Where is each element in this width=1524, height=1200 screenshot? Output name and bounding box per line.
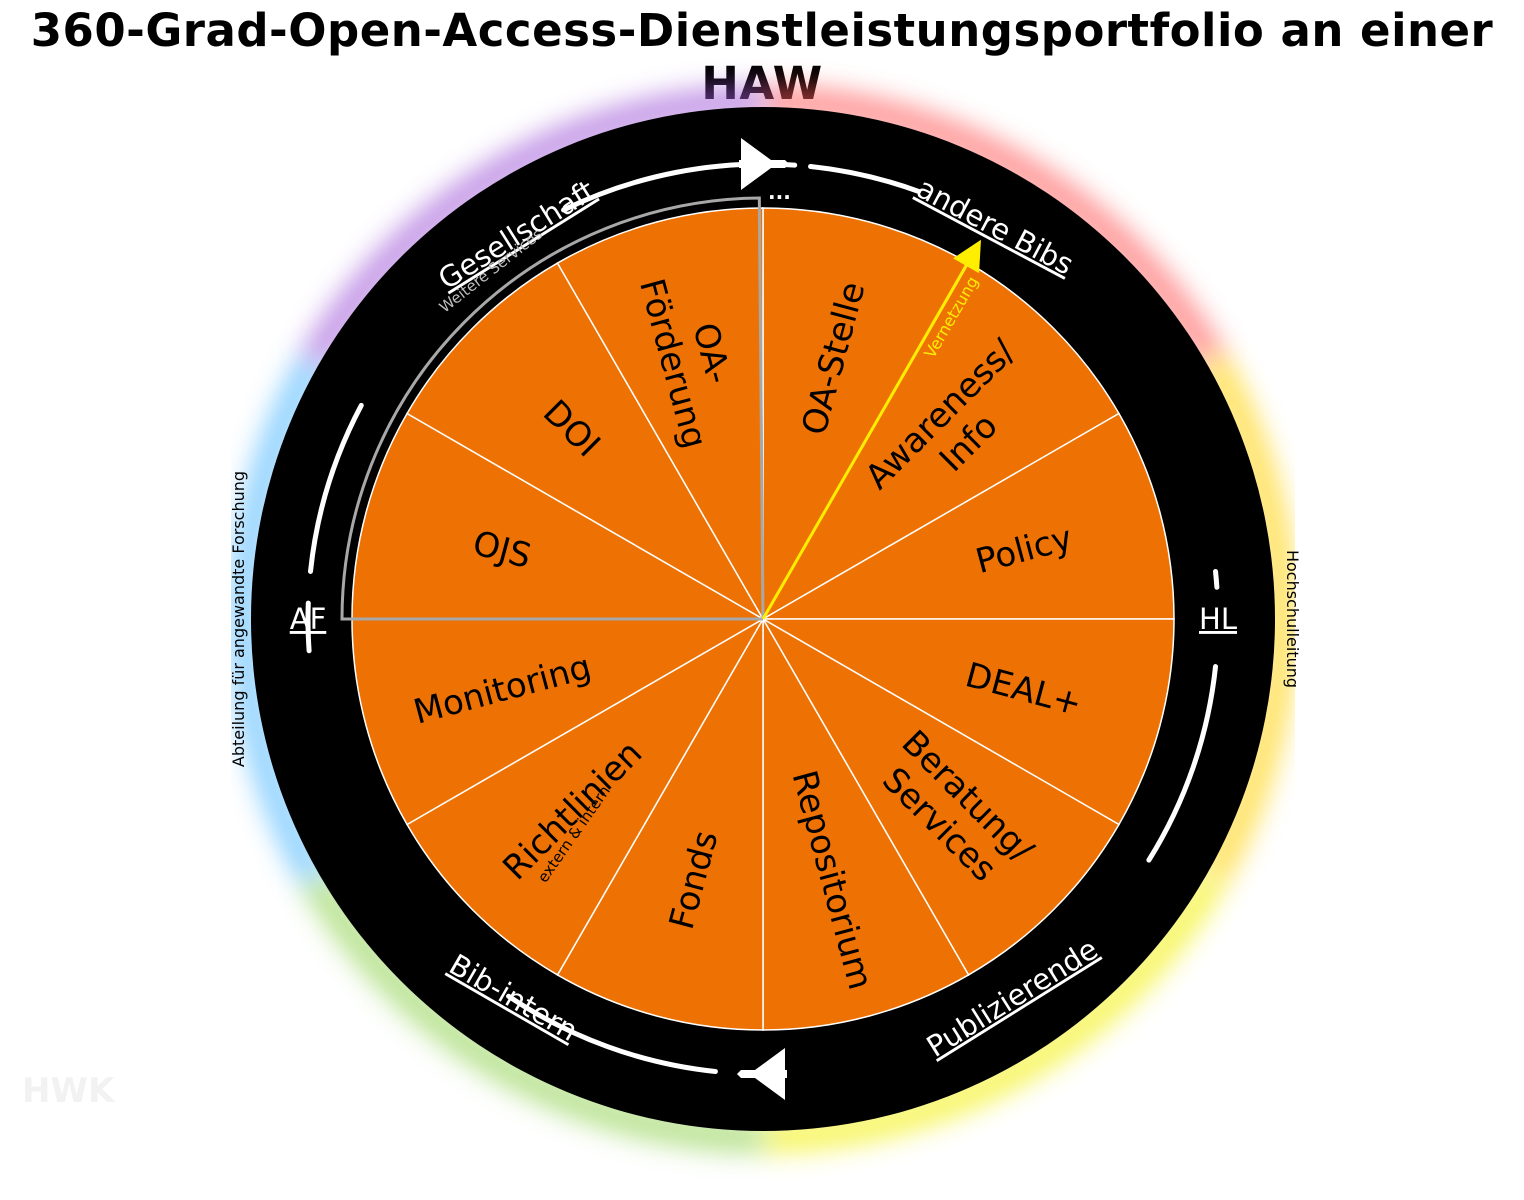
wedge-policy[interactable] — [760, 412, 1175, 620]
track-arc — [1213, 568, 1220, 590]
wedge-ojs[interactable] — [351, 412, 766, 620]
wedge-monitoring[interactable] — [351, 618, 766, 826]
watermark: HWK — [22, 1071, 116, 1111]
glow-arc — [303, 871, 764, 1150]
arrow-right-icon — [739, 138, 789, 190]
wedge-oa-förderung[interactable] — [556, 207, 764, 622]
track-arc — [808, 163, 922, 194]
glow-arc — [762, 88, 1223, 367]
glow-arc — [762, 871, 1223, 1150]
page-title: 360-Grad-Open-Access-Dienstleistungsport… — [30, 4, 1494, 110]
ring-label-af: AF — [290, 602, 327, 636]
wedge-richtlinien[interactable] — [406, 616, 766, 976]
weitere-services-bracket — [340, 196, 765, 621]
wedge-group — [351, 207, 1175, 1031]
ring-label-hl: HL — [1199, 602, 1237, 636]
arrow-left-icon — [737, 1048, 787, 1100]
side-label-right: Hochschulleitung — [1283, 550, 1302, 688]
wedge-beratung-services[interactable] — [760, 616, 1120, 976]
track-arc — [506, 993, 718, 1075]
wedge-deal[interactable] — [760, 618, 1175, 826]
glow-arc — [232, 353, 326, 885]
services-ellipsis: ... — [768, 180, 791, 204]
wedge-fonds[interactable] — [556, 616, 764, 1031]
track-arc — [1146, 664, 1219, 863]
wedge-doi[interactable] — [406, 262, 766, 622]
ring-track — [305, 138, 1220, 1100]
track-arc — [305, 600, 312, 654]
track-arc — [307, 402, 364, 574]
side-label-left: Abteilung für angewandte Forschung — [229, 471, 248, 767]
rainbow-glow — [232, 88, 1294, 1150]
wedge-repositorium[interactable] — [762, 616, 970, 1031]
glow-arc — [1200, 353, 1294, 885]
vernetzung-arrow — [761, 239, 981, 620]
glow-arc — [303, 88, 764, 367]
